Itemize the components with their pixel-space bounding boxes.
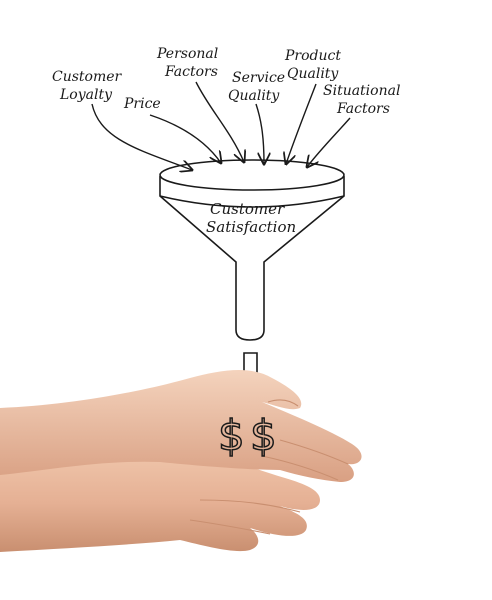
factor-line-1: Personal	[156, 46, 218, 62]
funnel-rim	[159, 159, 345, 191]
dollar-sign-left: $	[218, 411, 245, 460]
funnel-icon	[159, 159, 345, 341]
factor-line-2: Factors	[164, 64, 218, 80]
upper-hand	[0, 370, 362, 482]
factor-label-product-quality: Product Quality	[284, 48, 341, 82]
factor-line-1: Situational	[323, 83, 400, 99]
arrow-service-quality	[255, 103, 264, 164]
factor-line-1: Price	[123, 96, 161, 112]
arrow-product-quality	[286, 83, 317, 164]
factor-arrows	[91, 81, 351, 170]
funnel-label-line-2: Satisfaction	[206, 218, 296, 236]
arrow-situational-factors	[307, 117, 351, 167]
factor-line-1: Product	[284, 48, 341, 64]
factor-line-1: Customer	[52, 69, 123, 85]
factor-line-2: Loyalty	[59, 87, 113, 103]
factor-label-price: Price	[123, 96, 161, 112]
factor-line-2: Quality	[228, 88, 280, 104]
factor-line-1: Service	[232, 70, 285, 86]
arrow-customer-loyalty	[91, 103, 192, 170]
factor-line-2: Factors	[336, 101, 390, 117]
funnel-band	[159, 195, 345, 208]
factor-label-situational-factors: Situational Factors	[323, 83, 400, 117]
factor-line-2: Quality	[287, 66, 339, 82]
factor-label-customer-loyalty: Customer Loyalty	[52, 69, 123, 103]
factor-label-personal-factors: Personal Factors	[156, 46, 218, 80]
dollar-sign-right: $	[250, 411, 277, 460]
cupped-hands	[0, 370, 362, 552]
lower-hand	[0, 443, 320, 552]
funnel-label-line-1: Customer	[210, 200, 285, 218]
arrow-personal-factors	[195, 81, 244, 162]
factor-label-service-quality: Service Quality	[228, 70, 285, 104]
arrow-price	[149, 114, 221, 163]
funnel-body	[159, 176, 345, 341]
finger-creases	[189, 399, 349, 535]
